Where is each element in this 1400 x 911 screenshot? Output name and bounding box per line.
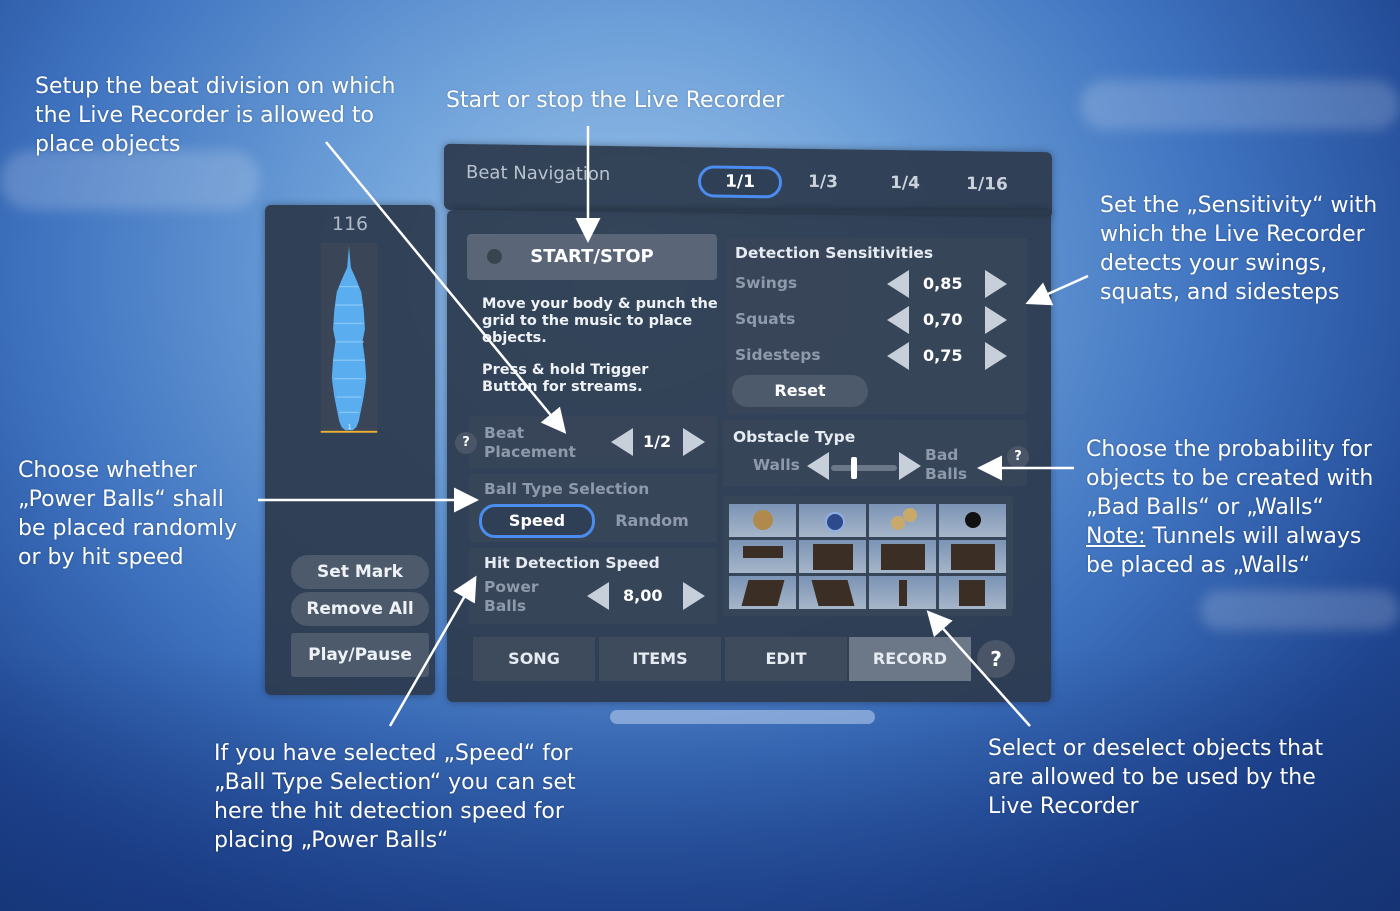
power-balls-label: Power Balls [484, 578, 539, 615]
timeline-panel: 116 1 Set Mark Remove All Play/Pause [265, 205, 435, 695]
beat-placement-right-arrow-icon[interactable] [683, 428, 705, 456]
hit-speed-value: 8,00 [623, 586, 663, 605]
annotation-hit-speed: If you have selected „Speed“ for „Ball T… [214, 741, 576, 853]
sky-streak [0, 150, 260, 210]
position-marker: 1 [348, 424, 352, 431]
annotation-probability: Choose the probability for objects to be… [1086, 435, 1386, 580]
sky-streak [1200, 590, 1400, 630]
ball-object-tile[interactable] [729, 504, 796, 537]
side-wall-object-tile[interactable] [939, 576, 1006, 609]
obstacle-help-icon[interactable]: ? [1007, 446, 1029, 468]
sky-streak [1080, 80, 1400, 130]
tunnel-object-tile[interactable] [869, 540, 936, 573]
sidesteps-value: 0,75 [923, 346, 963, 365]
sidesteps-right-arrow-icon[interactable] [985, 342, 1007, 370]
obstacle-type-title: Obstacle Type [733, 428, 856, 446]
wall-object-tile[interactable] [729, 540, 796, 573]
hit-detection-row: Hit Detection Speed Power Balls 8,00 [469, 548, 717, 624]
annotation-start-stop: Start or stop the Live Recorder [446, 88, 785, 113]
tab-edit[interactable]: EDIT [725, 637, 847, 681]
ball-type-row: Ball Type Selection Speed Random [469, 474, 717, 542]
swings-value: 0,85 [923, 274, 963, 293]
annotation-note-label: Note: [1086, 524, 1146, 549]
obstacle-left-arrow-icon[interactable] [807, 452, 829, 480]
instructions-text: Move your body & punch the grid to the m… [482, 296, 718, 346]
swings-right-arrow-icon[interactable] [985, 270, 1007, 298]
reset-button[interactable]: Reset [732, 375, 868, 407]
obstacle-slider-track[interactable] [831, 457, 897, 479]
play-pause-button[interactable]: Play/Pause [291, 633, 429, 677]
wall-arch-object-tile[interactable] [799, 540, 866, 573]
set-mark-button[interactable]: Set Mark [291, 555, 429, 589]
tab-record[interactable]: RECORD [849, 637, 971, 681]
bpm-label: 116 [331, 213, 369, 235]
remove-all-button[interactable]: Remove All [291, 592, 429, 626]
hit-speed-left-arrow-icon[interactable] [587, 582, 609, 610]
obstacle-type-row: Obstacle Type Walls Bad Balls ? [723, 420, 1029, 486]
object-selection-grid [723, 496, 1013, 616]
swings-left-arrow-icon[interactable] [887, 270, 909, 298]
beat-placement-help-icon[interactable]: ? [455, 432, 477, 454]
tab-items[interactable]: ITEMS [599, 637, 721, 681]
squats-left-arrow-icon[interactable] [887, 306, 909, 334]
speed-option[interactable]: Speed [479, 504, 595, 538]
ball-type-title: Ball Type Selection [484, 480, 650, 498]
obstacle-right-arrow-icon[interactable] [899, 452, 921, 480]
sensitivities-title: Detection Sensitivities [735, 244, 934, 262]
beat-placement-value: 1/2 [643, 432, 672, 451]
power-ball-object-tile[interactable] [799, 504, 866, 537]
sidesteps-left-arrow-icon[interactable] [887, 342, 909, 370]
squats-right-arrow-icon[interactable] [985, 306, 1007, 334]
start-stop-label: START/STOP [530, 246, 654, 267]
bad-ball-object-tile[interactable] [939, 504, 1006, 537]
random-option[interactable]: Random [615, 511, 689, 530]
annotation-probability-text: Choose the probability for objects to be… [1086, 437, 1374, 520]
annotation-beat-division: Setup the beat division on which the Liv… [35, 74, 396, 157]
swings-label: Swings [735, 274, 798, 292]
stream-balls-object-tile[interactable] [869, 504, 936, 537]
sidesteps-label: Sidesteps [735, 346, 821, 364]
pillar-object-tile[interactable] [869, 576, 936, 609]
beat-placement-label: Beat Placement [484, 424, 576, 461]
diagonal-wall-object-tile[interactable] [729, 576, 796, 609]
annotation-power-balls: Choose whether „Power Balls“ shall be pl… [18, 458, 238, 570]
record-indicator-icon [487, 249, 502, 264]
tab-song[interactable]: SONG [473, 637, 595, 681]
hit-detection-title: Hit Detection Speed [484, 554, 660, 572]
squats-value: 0,70 [923, 310, 963, 329]
song-waveform[interactable]: 1 [303, 243, 395, 553]
floor-shadow [610, 710, 875, 724]
obstacle-slider-handle[interactable] [851, 457, 858, 479]
beat-placement-row: Beat Placement 1/2 [469, 416, 717, 468]
bad-balls-label: Bad Balls [925, 446, 968, 483]
walls-label: Walls [753, 456, 800, 474]
recorder-panel: START/STOP Move your body & punch the gr… [447, 210, 1051, 702]
instructions-text-2: Press & hold Trigger Button for streams. [482, 362, 649, 395]
annotation-note-text: Tunnels will always be placed as „Walls“ [1086, 524, 1362, 578]
annotation-objects: Select or deselect objects that are allo… [988, 736, 1324, 819]
wall-block-object-tile[interactable] [939, 540, 1006, 573]
beat-placement-left-arrow-icon[interactable] [611, 428, 633, 456]
hit-speed-right-arrow-icon[interactable] [683, 582, 705, 610]
squats-label: Squats [735, 310, 796, 328]
annotation-sensitivity: Set the „Sensitivity“ with which the Liv… [1100, 193, 1378, 305]
diagonal-wall-2-object-tile[interactable] [799, 576, 866, 609]
tabs-help-icon[interactable]: ? [977, 640, 1015, 678]
